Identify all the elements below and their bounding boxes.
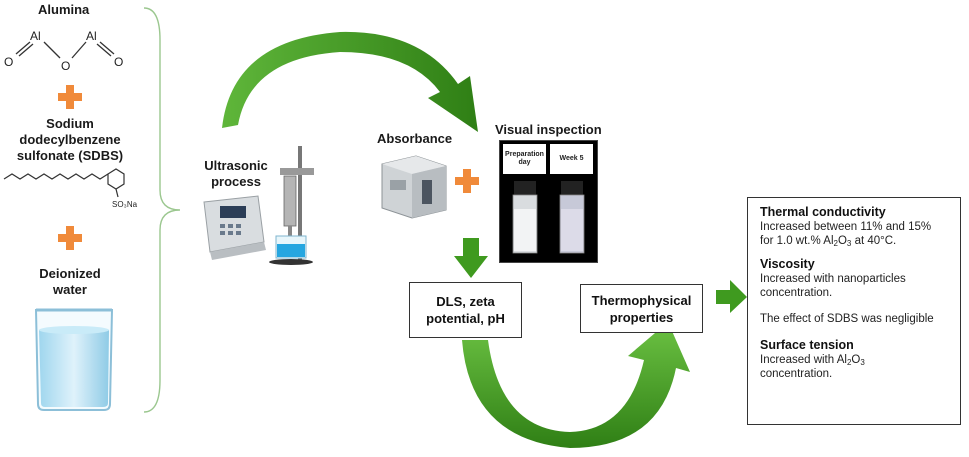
- dls-line-2: potential, pH: [426, 311, 505, 326]
- alumina-atom-o3: O: [114, 55, 123, 69]
- water-label-line2: water: [53, 282, 87, 297]
- ultrasonic-device-image: [203, 146, 314, 265]
- vial-1-label-line1: Preparation: [505, 151, 544, 158]
- sdbs-label-line3: sulfonate (SDBS): [16, 148, 124, 163]
- spectrophotometer-image: [381, 155, 447, 219]
- down-arrow-dls: [454, 238, 488, 278]
- sdbs-label: Sodium dodecylbenzene sulfonate (SDBS): [10, 116, 130, 164]
- tc-sub-b: 3: [846, 239, 852, 248]
- vial-1-image: [512, 181, 538, 254]
- thermo-line-1: Thermophysical: [591, 292, 692, 308]
- plus-icon-2: [58, 226, 82, 250]
- water-label: Deionized water: [20, 266, 120, 298]
- sdbs-label-line2: dodecylbenzene: [19, 132, 121, 147]
- vials-photo: Preparation day Week 5: [499, 140, 598, 263]
- alumina-structure: O Al O Al O: [4, 29, 123, 73]
- grouping-brace: [143, 7, 181, 413]
- thermophysical-box: Thermophysical properties: [580, 284, 703, 333]
- ultrasonic-label-line1: Ultrasonic: [204, 158, 268, 173]
- sdbs-label-line1: Sodium: [46, 116, 94, 131]
- surface-tension-heading: Surface tension: [760, 338, 854, 352]
- plus-icon-3: [455, 169, 479, 193]
- sdbs-structure: SO₃Na: [3, 168, 138, 209]
- st-text-1b: O: [851, 354, 861, 366]
- ultrasonic-label-line2: process: [211, 174, 261, 189]
- sdbs-group: SO₃Na: [112, 200, 138, 209]
- surface-tension-text-2: concentration.: [760, 368, 833, 380]
- thermo-line-2: properties: [609, 309, 674, 325]
- vial-1-label-line2: day: [518, 159, 531, 166]
- right-arrow-results: [716, 280, 747, 313]
- tc-text-2c: at 40°C.: [851, 235, 897, 247]
- vial-2-image: [559, 181, 585, 254]
- results-panel: Thermal conductivity Increased between 1…: [747, 197, 961, 425]
- st-text-1a: Increased with Al: [760, 354, 847, 366]
- vial-2-label: Week 5: [559, 155, 584, 162]
- st-sub-b: 3: [860, 358, 865, 367]
- vial-1-header: Preparation day: [503, 144, 546, 174]
- alumina-atom-o1: O: [4, 55, 13, 69]
- beaker-icon: [34, 308, 114, 411]
- viscosity-heading: Viscosity: [760, 257, 815, 271]
- visual-inspection-label: Visual inspection: [495, 122, 602, 137]
- alumina-atom-al1: Al: [30, 29, 41, 43]
- tc-text-2b: O: [837, 235, 847, 247]
- absorbance-label: Absorbance: [377, 131, 453, 146]
- thermal-conductivity-text-2: for 1.0 wt.% Al2O3 at 40°C.: [760, 234, 952, 248]
- st-sub-a: 2: [846, 358, 852, 367]
- surface-tension-text-1: Increased with Al2O3: [760, 353, 952, 367]
- tc-text-2a: for 1.0 wt.% Al: [760, 235, 834, 247]
- thermal-conductivity-text-1: Increased between 11% and 15%: [760, 221, 932, 233]
- sdbs-effect-text: The effect of SDBS was negligible: [760, 313, 934, 325]
- viscosity-text-2: concentration.: [760, 287, 833, 299]
- tc-sub-a: 2: [833, 239, 838, 248]
- water-label-line1: Deionized: [39, 266, 101, 281]
- alumina-atom-al2: Al: [86, 29, 97, 43]
- dls-line-1: DLS, zeta: [436, 294, 495, 309]
- viscosity-text-1: Increased with nanoparticles: [760, 273, 906, 285]
- ultrasonic-label: Ultrasonic process: [196, 158, 276, 190]
- dls-zeta-ph-box: DLS, zeta potential, pH: [409, 282, 522, 338]
- alumina-atom-o2: O: [61, 59, 70, 73]
- vial-2-header: Week 5: [550, 144, 593, 174]
- alumina-label: Alumina: [38, 2, 90, 17]
- plus-icon-1: [58, 85, 82, 109]
- thermal-conductivity-heading: Thermal conductivity: [760, 205, 886, 219]
